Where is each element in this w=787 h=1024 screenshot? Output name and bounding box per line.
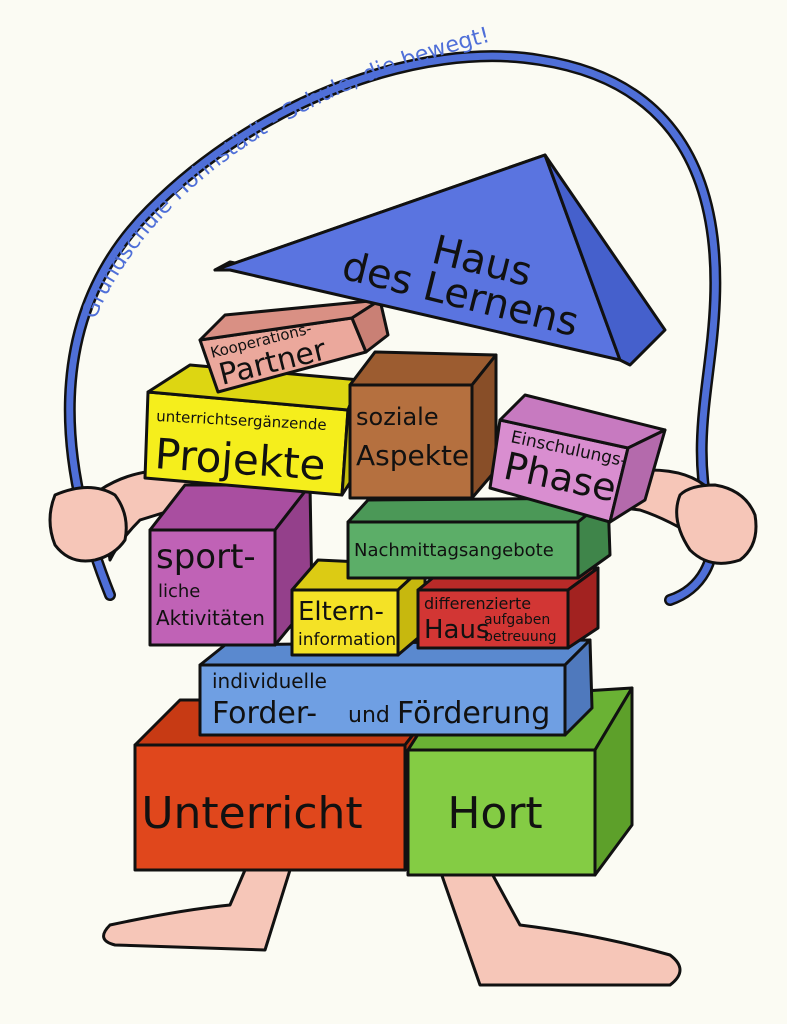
forder-und: und	[348, 703, 390, 728]
block-hausaufgaben: differenzierte Haus aufgaben betreuung	[416, 566, 600, 650]
eltern-big: Eltern-	[298, 597, 384, 627]
projekte-big: Projekte	[153, 429, 327, 490]
right-hand	[675, 483, 758, 565]
hausaufgaben-top: differenzierte	[424, 594, 531, 613]
hausaufgaben-aufgaben: aufgaben	[484, 612, 550, 628]
eltern-small: information	[298, 630, 396, 650]
forder-big1: Forder-	[212, 696, 317, 731]
left-leg	[102, 868, 292, 952]
jump-rope-inner	[66, 52, 719, 604]
block-eltern: Eltern- information	[290, 558, 427, 657]
soziale-line1: soziale	[356, 403, 439, 431]
forder-big2: Förderung	[397, 696, 550, 731]
hort-label: Hort	[447, 788, 542, 839]
forder-small: individuelle	[212, 669, 327, 693]
left-hand	[48, 486, 128, 563]
block-forderung: individuelle Forder- und Förderung	[198, 638, 594, 737]
unterricht-label: Unterricht	[141, 788, 362, 839]
sport-line2: liche	[158, 581, 200, 602]
hausaufgaben-betreuung: betreuung	[484, 629, 557, 645]
sport-big: sport-	[156, 537, 256, 577]
soziale-line2: Aspekte	[356, 439, 469, 472]
block-roof: Haus des Lernens	[213, 153, 667, 367]
block-soziale: soziale Aspekte	[348, 350, 498, 500]
block-sport: sport- liche Aktivitäten	[148, 483, 314, 647]
block-kooperation: Kooperations- Partner	[198, 298, 390, 394]
right-leg	[438, 868, 682, 987]
hausaufgaben-haus: Haus	[424, 615, 490, 645]
block-einschulung: Einschulungs- Phase	[488, 393, 667, 524]
sport-line3: Aktivitäten	[156, 606, 265, 630]
nachmittag-label: Nachmittagsangebote	[354, 540, 554, 561]
